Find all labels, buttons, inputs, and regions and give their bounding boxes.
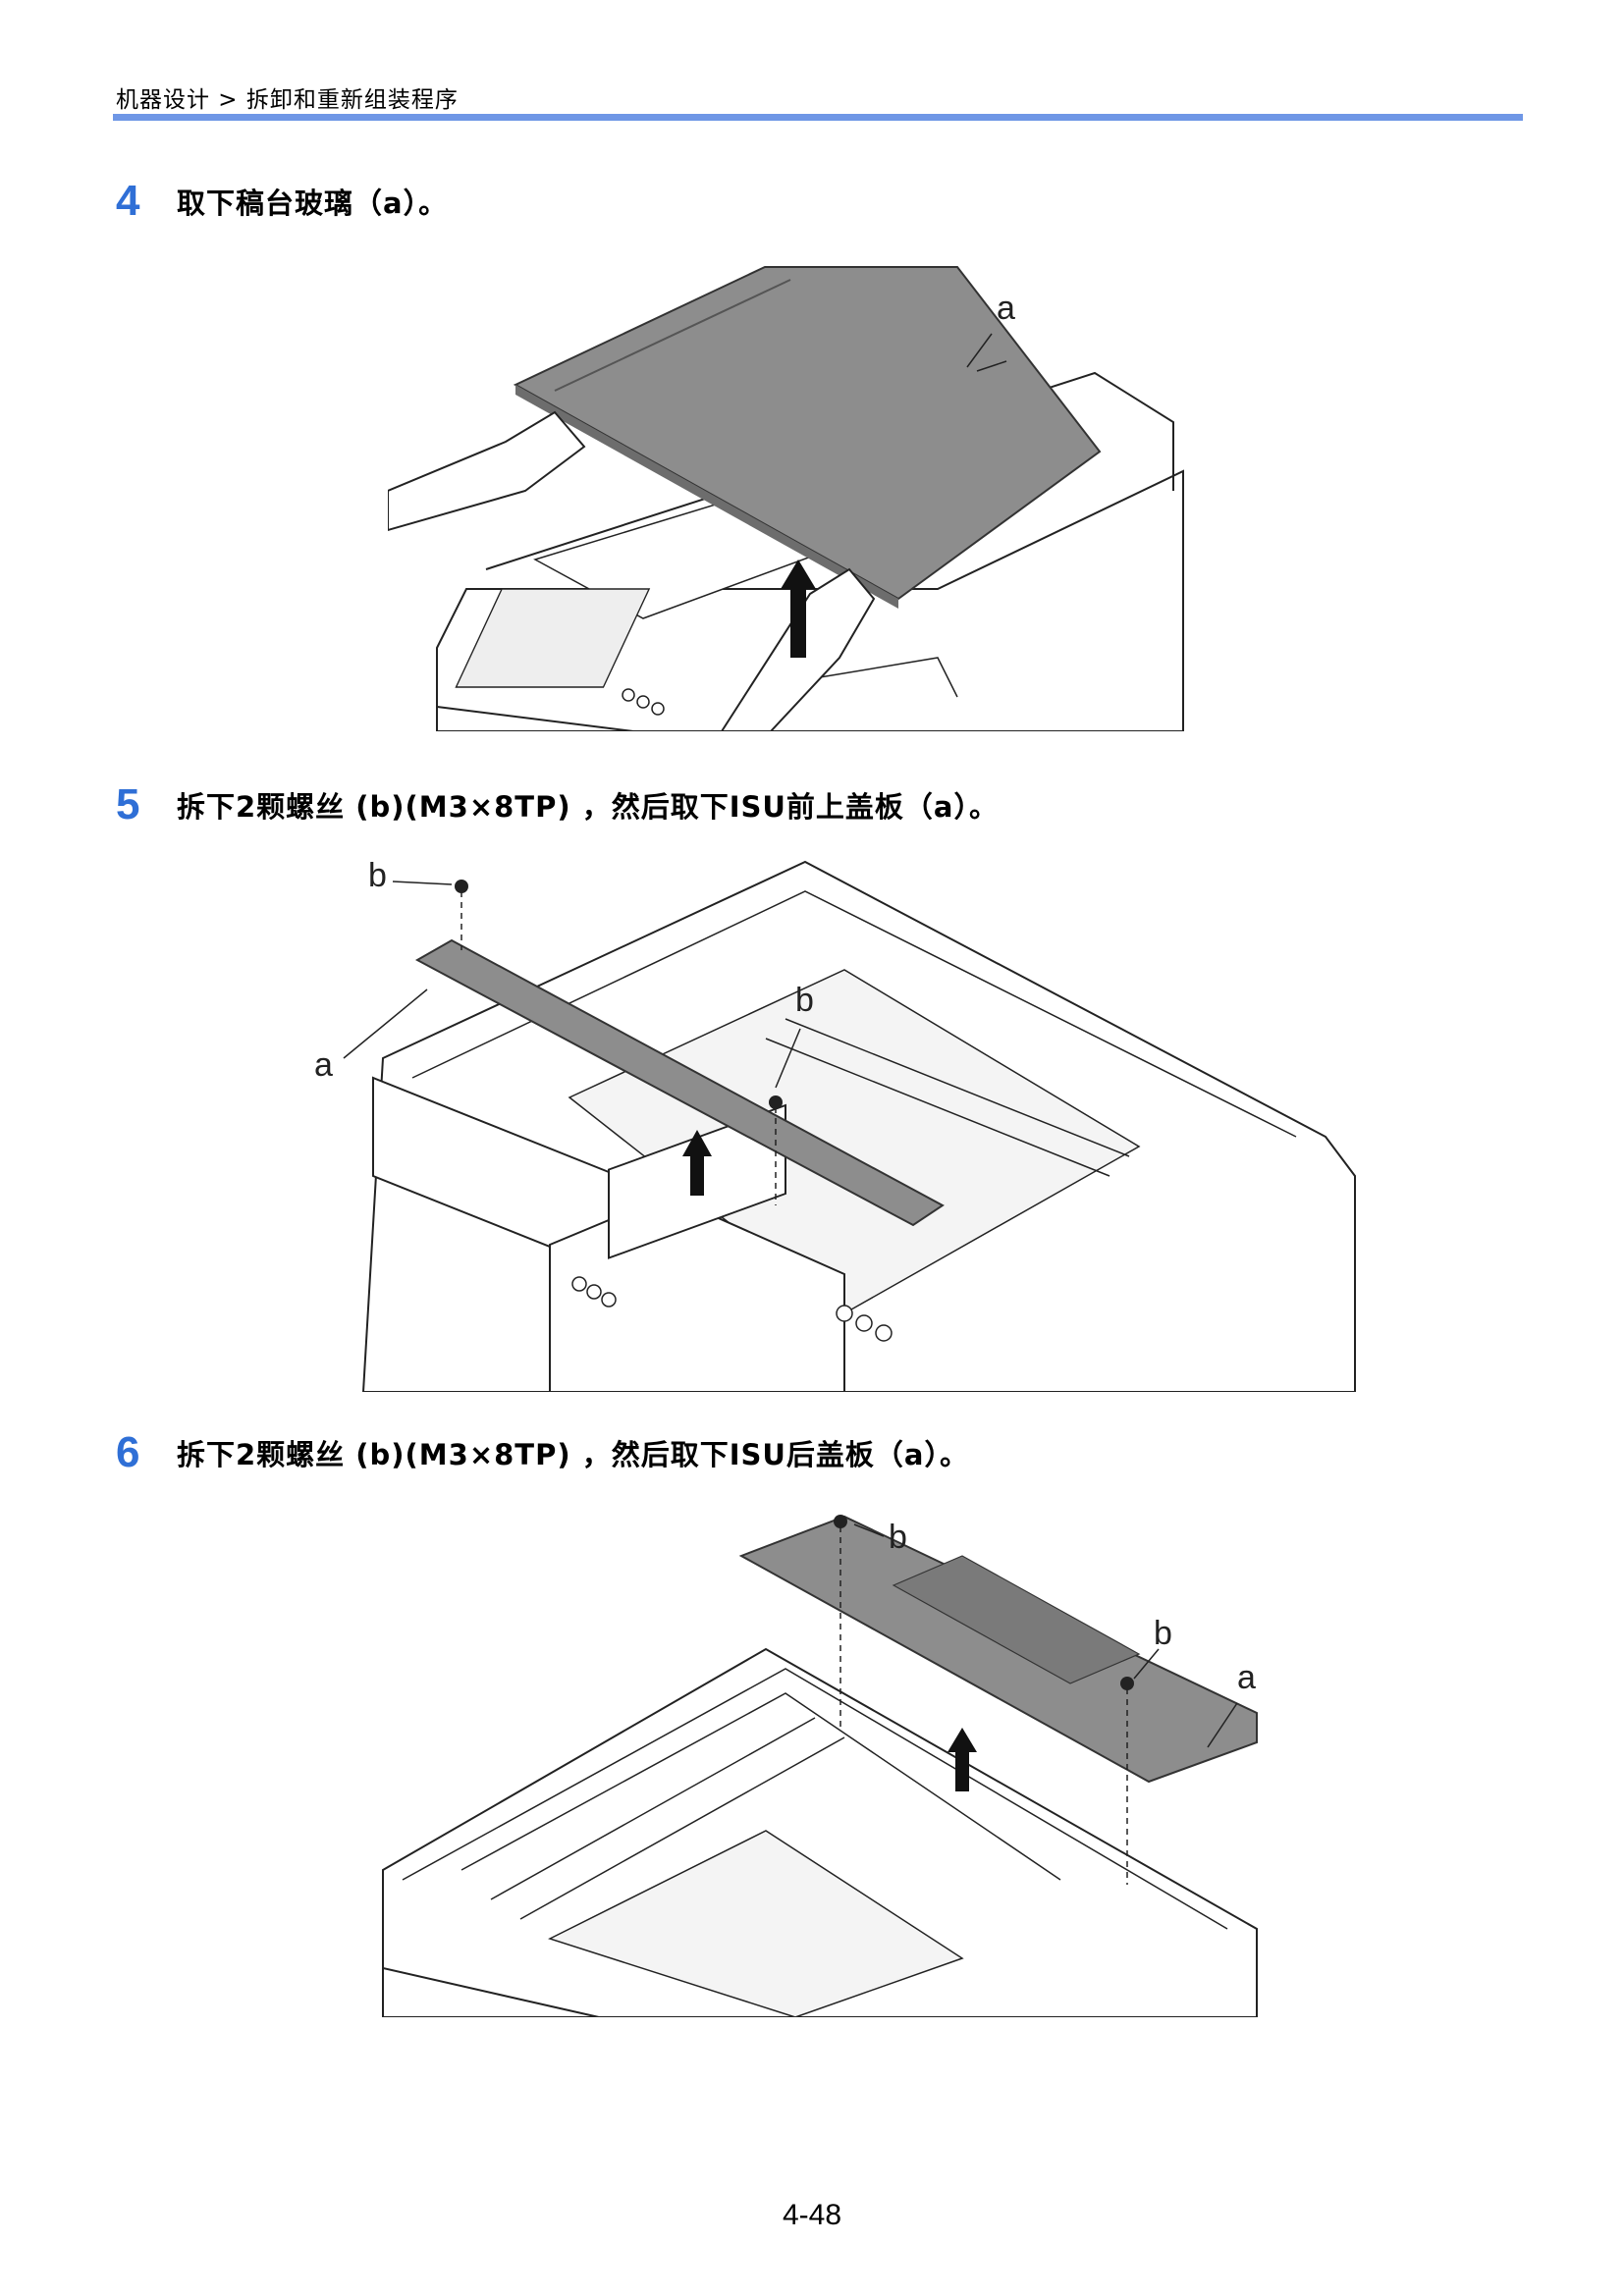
label-b-1: b <box>368 857 387 894</box>
figure-remove-contact-glass: a <box>388 265 1213 731</box>
step-instruction: 拆下2颗螺丝 (b)(M3×8TP) ，然后取下ISU前上盖板（a）。 <box>177 790 999 824</box>
step-number: 6 <box>116 1428 140 1476</box>
label-a: a <box>997 290 1015 327</box>
step-number: 4 <box>116 177 140 225</box>
page-number: 4-48 <box>782 2199 842 2231</box>
step-5-heading: 5 拆下2颗螺丝 (b)(M3×8TP) ，然后取下ISU前上盖板（a）。 <box>116 780 999 829</box>
label-a: a <box>1237 1659 1256 1696</box>
figure-remove-isu-rear-cover: b b a <box>373 1497 1286 2017</box>
step-instruction: 取下稿台玻璃（a）。 <box>177 187 449 220</box>
header-divider <box>113 114 1523 121</box>
step-6-heading: 6 拆下2颗螺丝 (b)(M3×8TP) ，然后取下ISU后盖板（a）。 <box>116 1428 969 1477</box>
breadcrumb: 机器设计 > 拆卸和重新组装程序 <box>116 87 459 113</box>
step-4-heading: 4 取下稿台玻璃（a）。 <box>116 177 448 226</box>
label-a: a <box>314 1046 333 1084</box>
figure-remove-isu-front-cover: b a b <box>295 852 1375 1392</box>
label-b-2: b <box>795 982 814 1019</box>
label-b-2: b <box>1154 1615 1172 1652</box>
label-b-1: b <box>889 1519 907 1556</box>
step-number: 5 <box>116 780 140 828</box>
step-instruction: 拆下2颗螺丝 (b)(M3×8TP) ，然后取下ISU后盖板（a）。 <box>177 1438 969 1471</box>
